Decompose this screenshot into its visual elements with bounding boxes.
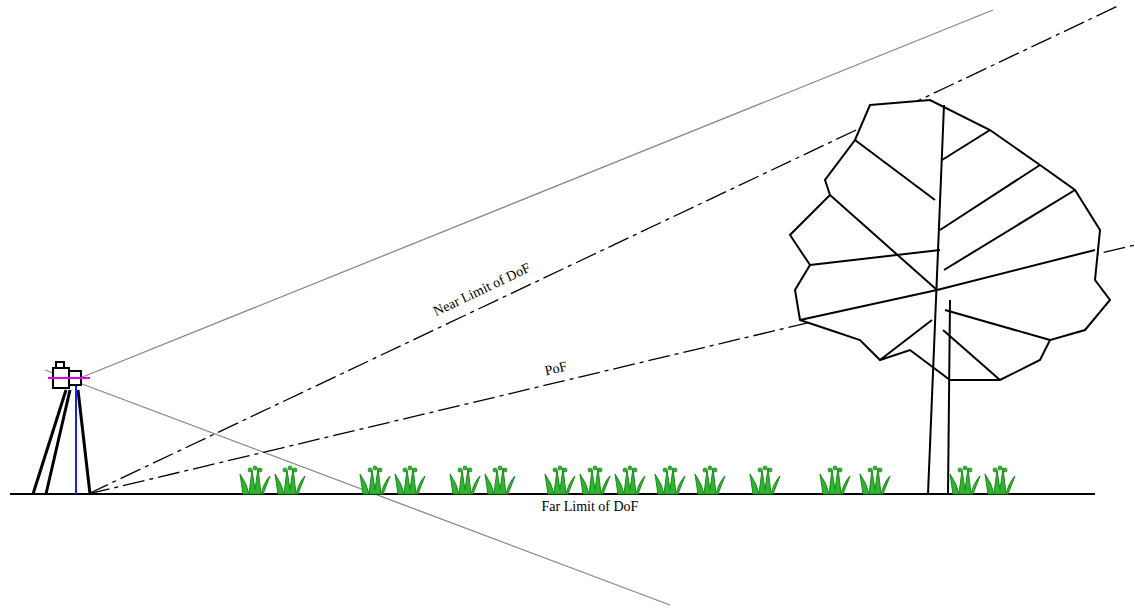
tree-trunk bbox=[948, 300, 950, 494]
tree-trunk bbox=[928, 105, 944, 494]
line-label: Far Limit of DoF bbox=[539, 499, 642, 515]
near-limit-line bbox=[88, 5, 1120, 494]
grass bbox=[240, 466, 1015, 494]
height-line bbox=[75, 380, 77, 494]
tree-branches bbox=[800, 130, 1095, 380]
line-label: PoF bbox=[540, 358, 572, 380]
tripod bbox=[33, 390, 90, 494]
camera bbox=[48, 362, 90, 388]
view-line bbox=[45, 370, 670, 605]
